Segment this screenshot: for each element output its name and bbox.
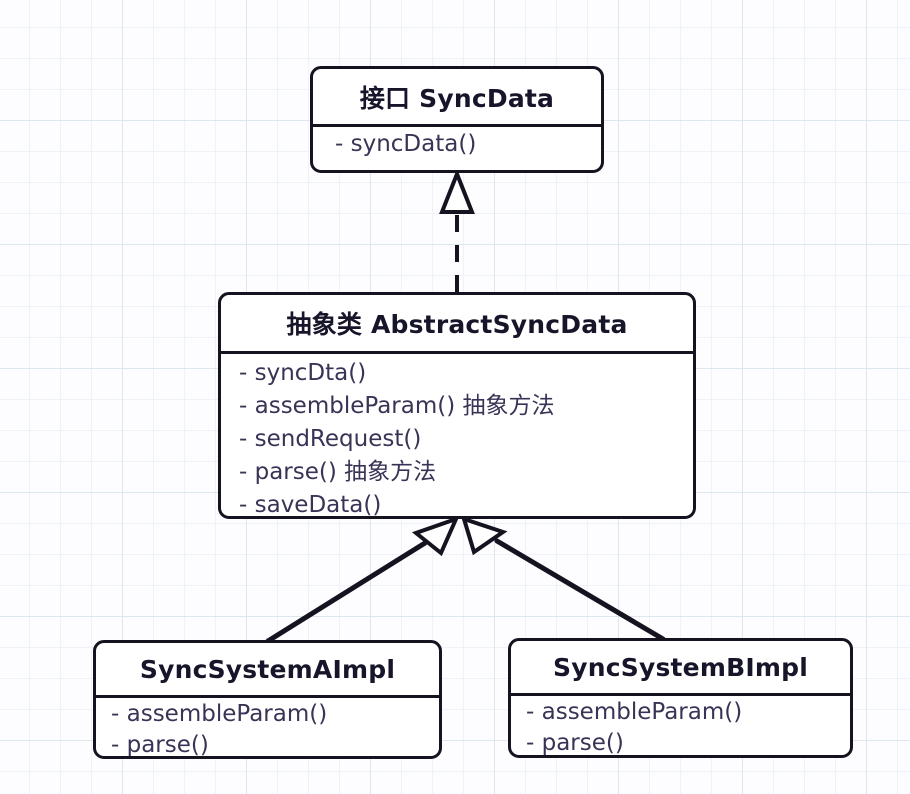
class-members-sync-system-a-impl: - assembleParam() - parse(): [96, 695, 439, 758]
generalization-edge-sub-b-to-abstract: [460, 515, 666, 642]
class-title-sync-system-b-impl: SyncSystemBImpl: [553, 652, 808, 682]
class-members-sync-system-b-impl: - assembleParam() - parse(): [511, 693, 850, 756]
class-title-abstract-sync-data: 抽象类 AbstractSyncData: [286, 310, 628, 339]
class-box-divider: [221, 351, 693, 354]
generalization-hollow-triangle-arrowhead-a: [411, 515, 460, 557]
class-box-sync-system-a-impl[interactable]: SyncSystemAImpl - assembleParam() - pars…: [93, 640, 442, 759]
class-box-sync-data[interactable]: 接口 SyncData - syncData(): [310, 66, 604, 173]
class-member: - saveData(): [239, 492, 382, 518]
class-member: - assembleParam() 抽象方法: [239, 393, 555, 419]
class-member: - assembleParam(): [111, 701, 328, 727]
class-members-abstract-sync-data: - syncDta() - assembleParam() 抽象方法 - sen…: [221, 351, 693, 518]
class-title-sync-data: 接口 SyncData: [359, 83, 555, 113]
class-member: - syncDta(): [239, 360, 367, 386]
realization-hollow-triangle-arrowhead: [439, 168, 475, 214]
class-member: - parse(): [111, 732, 209, 758]
class-members-sync-data: - syncData(): [313, 124, 601, 157]
class-box-sync-system-b-impl[interactable]: SyncSystemBImpl - assembleParam() - pars…: [508, 638, 853, 758]
generalization-line-a: [265, 540, 428, 644]
class-box-divider: [313, 124, 601, 127]
class-box-divider: [96, 695, 439, 698]
generalization-line-b: [494, 538, 666, 642]
class-box-divider: [511, 693, 850, 696]
class-member: - syncData(): [335, 131, 477, 157]
realization-edge-abstract-to-interface: [439, 168, 475, 292]
class-member: - parse(): [526, 730, 624, 756]
class-member: - assembleParam(): [526, 699, 743, 725]
generalization-hollow-triangle-arrowhead-b: [460, 515, 508, 556]
class-box-abstract-sync-data[interactable]: 抽象类 AbstractSyncData - syncDta() - assem…: [218, 292, 696, 519]
class-title-sync-system-a-impl: SyncSystemAImpl: [139, 654, 396, 684]
generalization-edge-sub-a-to-abstract: [265, 515, 460, 644]
class-member: - sendRequest(): [239, 426, 422, 452]
class-member: - parse() 抽象方法: [239, 459, 437, 485]
